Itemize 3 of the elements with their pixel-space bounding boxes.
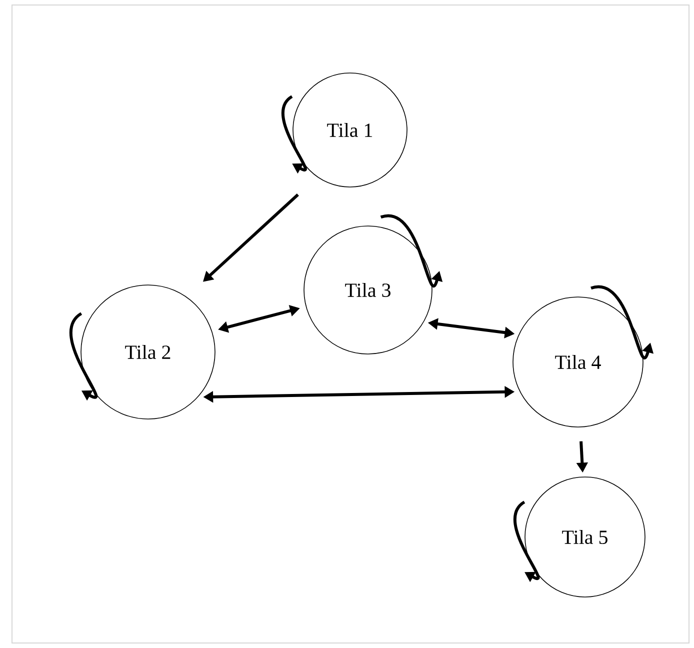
arrow [282,95,307,174]
arrow [514,500,540,582]
arrow [70,312,98,401]
